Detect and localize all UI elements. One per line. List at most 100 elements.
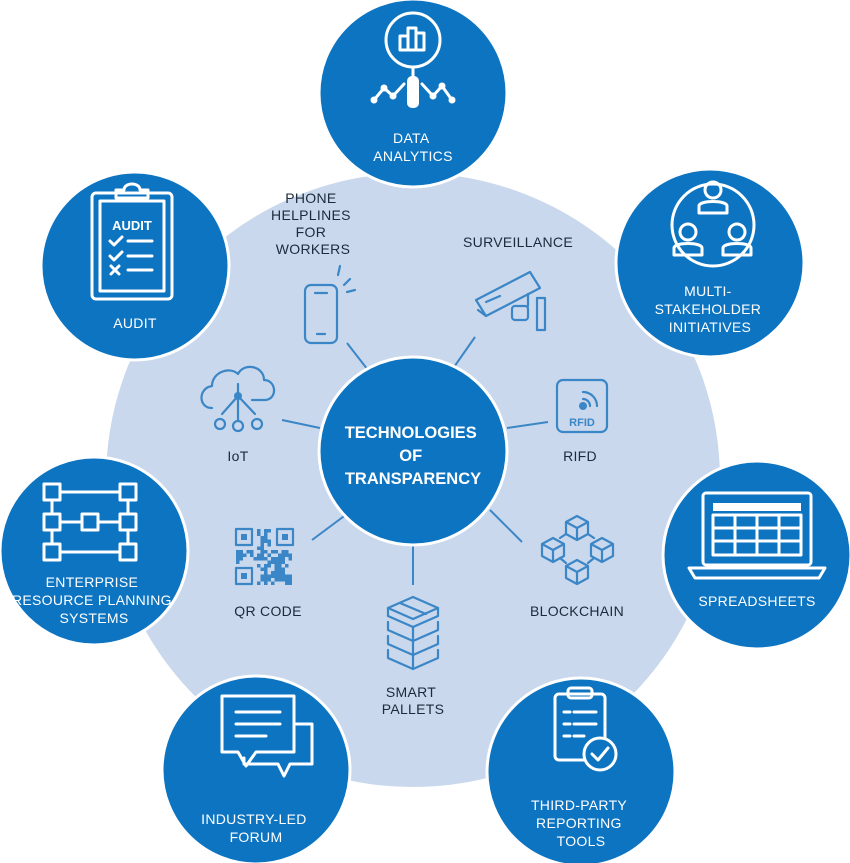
phone-line-4: WORKERS [276,241,350,257]
iot-label: IoT [227,448,248,464]
audit-clipboard-icon: AUDIT [90,182,174,301]
center-circle [317,355,509,547]
qr-module [285,553,289,557]
third-party-label: THIRD-PARTY REPORTING TOOLS [531,797,631,849]
data-analytics-line-2: ANALYTICS [373,148,452,164]
phone-label: PHONE HELPLINES FOR WORKERS [271,190,355,257]
multi-stakeholder-line-3: INITIATIVES [669,319,751,335]
qr-module [260,546,264,550]
erp-line-1: ENTERPRISE [46,574,138,590]
pallet-stack-icon [386,595,440,671]
rfid-tag-text: RFID [569,417,595,429]
qr-module [278,564,282,568]
multi-stakeholder-circle [614,167,806,359]
qr-module [274,560,278,564]
surveillance-camera-icon [474,270,547,332]
pallets-line-2: PALLETS [382,701,445,717]
center-line-3: TRANSPARENCY [345,470,481,488]
qr-module [281,557,285,561]
qr-module [271,560,275,564]
qr-module [257,581,261,585]
industry-forum-label: INDUSTRY-LED FORUM [201,811,311,845]
iot-line-1: IoT [227,448,248,464]
qr-module [274,564,278,568]
inner-node-surveillance: SURVEILLANCE [463,234,573,332]
qr-module [281,550,285,554]
qr-module [250,550,254,554]
qr-module [239,557,243,561]
qr-module [243,553,247,557]
qr-module [267,529,271,533]
qr-module [278,571,282,575]
qr-module [281,574,285,578]
qr-module [264,557,268,561]
qr-module [267,553,271,557]
qr-module [253,557,257,561]
qr-module [278,553,282,557]
qr-module [260,574,264,578]
qr-module [260,557,264,561]
qr-module [274,574,278,578]
qr-module [264,536,268,540]
qr-module [271,581,275,585]
chat-bubbles-icon [220,694,314,778]
spokes [281,336,549,585]
data-analytics-line-1: DATA [393,130,430,146]
qr-module [260,539,264,543]
industry-forum-line-1: INDUSTRY-LED [201,811,307,827]
qr-module [264,574,268,578]
qr-module [260,536,264,540]
qr-module [271,550,275,554]
erp-line-2: RESOURCE PLANNING [12,592,172,608]
qr-module [264,532,268,536]
inner-node-phone: PHONE HELPLINES FOR WORKERS [271,190,357,345]
magnifier-chart-icon [370,11,456,108]
outer-node-industry-forum: INDUSTRY-LED FORUM [160,674,352,863]
qr-module [274,578,278,582]
audit-clipboard-text: AUDIT [112,218,152,233]
qr-module [285,550,289,554]
qr-module [257,532,261,536]
outer-node-data-analytics: DATA ANALYTICS [317,0,509,189]
qr-module [267,578,271,582]
outer-node-multi-stakeholder: MULTI- STAKEHOLDER INITIATIVES [614,167,806,359]
rfid-tag-icon: RFID [555,378,609,434]
qr-module [260,567,264,571]
qr-module [278,574,282,578]
center-label: TECHNOLOGIES OF TRANSPARENCY [345,424,482,488]
pallets-line-1: SMART [386,684,436,700]
qr-module [285,574,289,578]
qr-module [271,574,275,578]
qr-module [236,560,240,564]
qr-module [288,553,292,557]
industry-forum-line-2: FORUM [230,829,283,845]
qr-module [260,553,264,557]
qr-module [267,539,271,543]
blockchain-label: BLOCKCHAIN [530,603,624,619]
spoke-blockchain [489,509,523,543]
qr-module [257,564,261,568]
qr-module [260,543,264,547]
phone-line-2: HELPLINES [271,207,351,223]
qr-line-1: QR CODE [234,603,301,619]
qr-module [267,543,271,547]
qr-module [274,557,278,561]
blockchain-icon [540,514,615,586]
qr-module [264,581,268,585]
outer-node-spreadsheets: SPREADSHEETS [661,459,850,651]
phone-line-3: FOR [296,224,326,240]
qr-module [267,564,271,568]
third-party-circle [485,676,677,863]
qr-module [278,557,282,561]
phone-line-1: PHONE [285,190,336,206]
spoke-iot [281,419,321,429]
qr-module [246,550,250,554]
qr-module [236,553,240,557]
qr-module [264,567,268,571]
phone-icon [303,264,357,345]
laptop-spreadsheet-icon [687,491,827,580]
qr-module [278,567,282,571]
qr-module [257,546,261,550]
inner-node-iot: IoT [200,365,276,464]
qr-module [285,564,289,568]
